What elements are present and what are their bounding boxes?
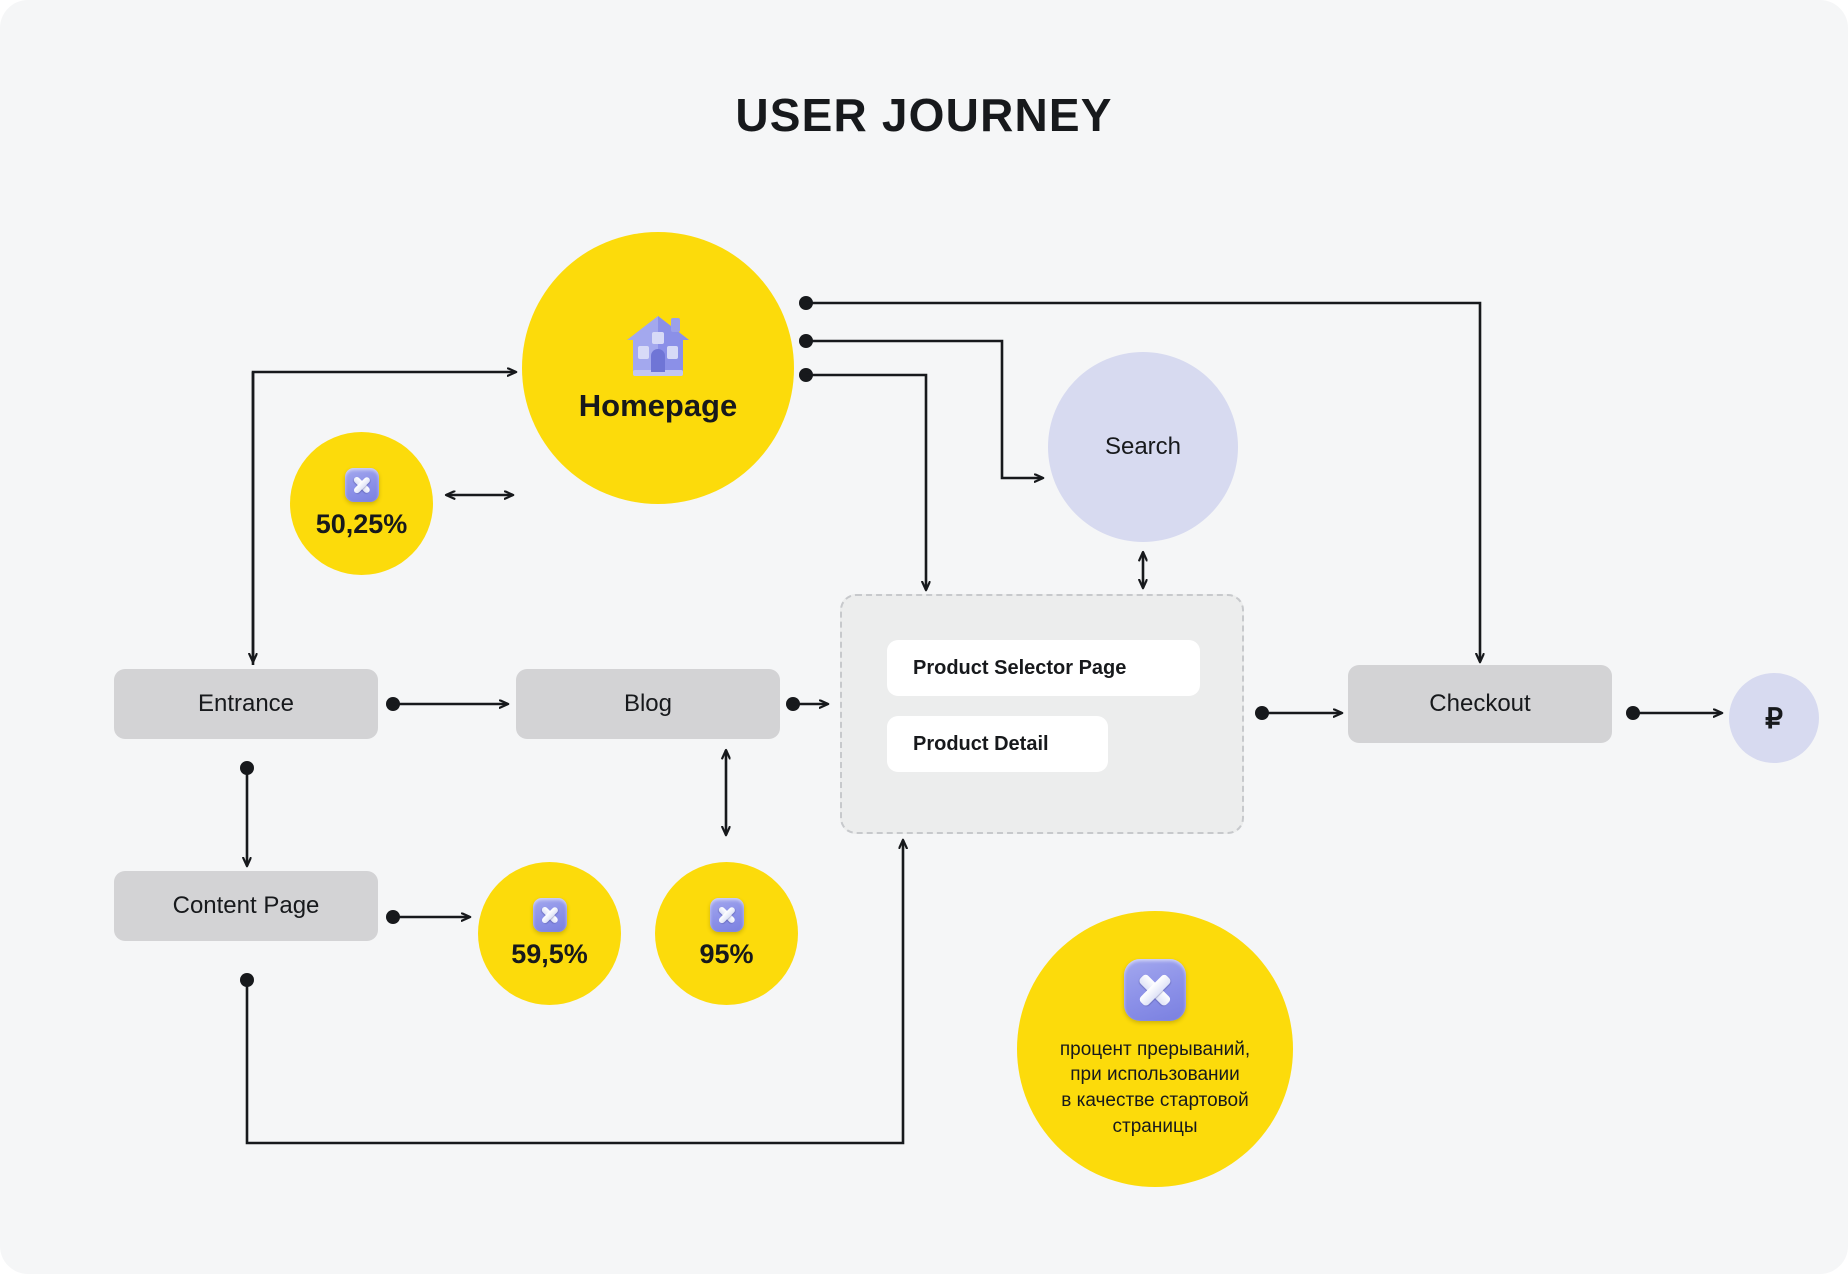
node-entrance-label: Entrance	[197, 690, 295, 717]
edge-dot	[240, 761, 254, 775]
node-content-page[interactable]: Content Page	[114, 871, 378, 941]
node-content-page-label: Content Page	[172, 892, 320, 919]
metric-badge-blog-value: 59,5%	[511, 938, 588, 969]
metric-badge-homepage[interactable]: 50,25%	[290, 432, 433, 575]
edge-homepage-product	[806, 373, 926, 590]
edge-dot	[1626, 706, 1640, 720]
node-payment[interactable]: ₽	[1729, 673, 1819, 763]
card-product-selector-page-label: Product Selector Page	[913, 656, 1127, 679]
house-icon	[627, 316, 689, 376]
card-product-selector-page[interactable]: Product Selector Page	[887, 640, 1200, 696]
page-title: USER JOURNEY	[735, 89, 1113, 141]
x-mark-icon	[532, 897, 567, 932]
node-blog-label: Blog	[623, 690, 673, 717]
x-mark-icon	[1124, 958, 1186, 1021]
edge-dot	[240, 973, 254, 987]
node-checkout[interactable]: Checkout	[1348, 665, 1612, 743]
legend-bubble: процент прерываний, при использовании в …	[1017, 911, 1293, 1187]
edge-dot	[386, 697, 400, 711]
x-mark-icon	[344, 467, 379, 502]
edge-homepage-search	[806, 339, 1043, 478]
edge-dot	[386, 910, 400, 924]
node-homepage-label: Homepage	[578, 388, 738, 423]
legend-text: процент прерываний, при использовании в …	[1059, 1038, 1251, 1137]
metric-badge-homepage-value: 50,25%	[315, 508, 408, 539]
node-blog[interactable]: Blog	[516, 669, 780, 739]
metric-badge-product-value: 95%	[699, 938, 754, 969]
edge-dot	[799, 334, 813, 348]
edge-dot	[786, 697, 800, 711]
node-checkout-label: Checkout	[1429, 690, 1531, 717]
payment-ruble-symbol: ₽	[1765, 702, 1783, 734]
edge-dot	[799, 296, 813, 310]
product-group: Product Selector Page Product Detail	[840, 594, 1244, 834]
metric-badge-blog[interactable]: 59,5%	[478, 862, 621, 1005]
edge-dot	[799, 368, 813, 382]
edge-dot	[1255, 706, 1269, 720]
node-search[interactable]: Search	[1048, 352, 1238, 542]
metric-badge-product[interactable]: 95%	[655, 862, 798, 1005]
node-search-label: Search	[1104, 433, 1182, 460]
node-entrance[interactable]: Entrance	[114, 669, 378, 739]
x-mark-icon	[709, 897, 744, 932]
node-homepage[interactable]: Homepage	[522, 232, 794, 504]
card-product-detail-label: Product Detail	[913, 732, 1049, 755]
card-product-detail[interactable]: Product Detail	[887, 716, 1108, 772]
